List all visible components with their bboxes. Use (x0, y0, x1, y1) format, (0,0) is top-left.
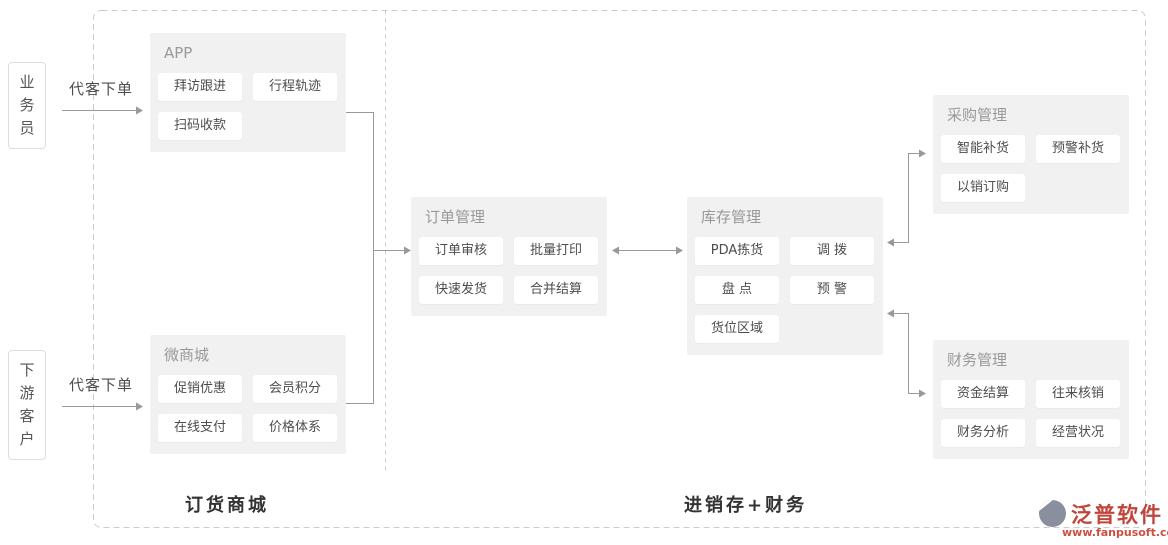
feature-ar-ap-writeoff: 往来核销 (1036, 380, 1120, 408)
outer-dashed-border (93, 10, 1146, 528)
group-title-purchase-management: 采购管理 (947, 106, 1008, 124)
feature-batch-print: 批量打印 (514, 237, 598, 265)
feature-pda-picking: PDA拣货 (695, 237, 779, 265)
group-app: APP 拜访跟进 行程轨迹 扫码收款 (150, 33, 346, 152)
group-inventory-items: PDA拣货 调 拨 盘 点 预 警 货位区域 (695, 237, 875, 343)
group-order-management: 订单管理 订单审核 批量打印 快速发货 合并结算 (411, 197, 607, 316)
flow-label-order-on-behalf-top: 代客下单 (68, 80, 133, 98)
connector-app-junction (346, 112, 374, 251)
feature-scan-collect: 扫码收款 (158, 112, 242, 140)
arrowhead-right-icon (136, 106, 143, 115)
fanpu-logo: 泛普软件 www.fanpusoft.com (1037, 498, 1168, 539)
feature-online-payment: 在线支付 (158, 414, 242, 442)
arrowhead-right-icon (404, 246, 411, 255)
feature-order-review: 订单审核 (419, 237, 503, 265)
brand-name: 泛普软件 (1071, 502, 1163, 527)
group-inventory-management: 库存管理 PDA拣货 调 拨 盘 点 预 警 货位区域 (687, 197, 883, 355)
arrowhead-left-icon (887, 309, 894, 318)
flow-label-order-on-behalf-bottom: 代客下单 (68, 376, 133, 394)
feature-fast-shipping: 快速发货 (419, 276, 503, 304)
feature-visit-followup: 拜访跟进 (158, 73, 242, 101)
group-finance-items: 资金结算 往来核销 财务分析 经营状况 (941, 380, 1121, 447)
feature-order-by-sales: 以销订购 (941, 174, 1025, 202)
group-title-app: APP (164, 44, 193, 62)
group-order-items: 订单审核 批量打印 快速发货 合并结算 (419, 237, 599, 304)
feature-member-points: 会员积分 (253, 375, 337, 403)
group-mall-items: 促销优惠 会员积分 在线支付 价格体系 (158, 375, 338, 442)
group-micro-mall: 微商城 促销优惠 会员积分 在线支付 价格体系 (150, 335, 346, 454)
arrowhead-right-icon (919, 149, 926, 158)
group-title-order-management: 订单管理 (425, 208, 486, 226)
feature-business-status: 经营状况 (1036, 419, 1120, 447)
arrowhead-right-icon (919, 389, 926, 398)
connector-inventory-purchase (894, 153, 919, 243)
group-title-micro-mall: 微商城 (164, 346, 210, 364)
feature-financial-analysis: 财务分析 (941, 419, 1025, 447)
feature-transfer: 调 拨 (790, 237, 874, 265)
arrowhead-left-icon (612, 246, 619, 255)
feature-merge-settlement: 合并结算 (514, 276, 598, 304)
arrowhead-left-icon (887, 238, 894, 247)
arrowhead-right-icon (676, 246, 683, 255)
connector-mall-junction (346, 250, 374, 404)
section-label-erp-finance: 进销存+财务 (684, 495, 808, 516)
feature-bin-location: 货位区域 (695, 315, 779, 343)
group-finance-management: 财务管理 资金结算 往来核销 财务分析 经营状况 (933, 340, 1129, 459)
feature-trip-track: 行程轨迹 (253, 73, 337, 101)
group-title-inventory-management: 库存管理 (701, 208, 762, 226)
group-app-items: 拜访跟进 行程轨迹 扫码收款 (158, 73, 338, 140)
feature-price-system: 价格体系 (253, 414, 337, 442)
fanpu-logo-icon (1038, 499, 1067, 528)
actor-downstream-customer: 下游客户 (8, 350, 46, 460)
brand-website: www.fanpusoft.com (1062, 526, 1168, 539)
feature-stock-alert: 预 警 (790, 276, 874, 304)
feature-promotion: 促销优惠 (158, 375, 242, 403)
arrowhead-right-icon (136, 402, 143, 411)
feature-fund-settlement: 资金结算 (941, 380, 1025, 408)
group-purchase-management: 采购管理 智能补货 预警补货 以销订购 (933, 95, 1129, 214)
section-label-ordering-mall: 订货商城 (185, 495, 269, 516)
actor-salesperson: 业务员 (8, 62, 46, 149)
feature-alert-replenishment: 预警补货 (1036, 135, 1120, 163)
connector-inventory-finance (894, 313, 919, 394)
feature-smart-replenishment: 智能补货 (941, 135, 1025, 163)
group-purchase-items: 智能补货 预警补货 以销订购 (941, 135, 1121, 202)
group-title-finance-management: 财务管理 (947, 351, 1008, 369)
feature-stocktake: 盘 点 (695, 276, 779, 304)
